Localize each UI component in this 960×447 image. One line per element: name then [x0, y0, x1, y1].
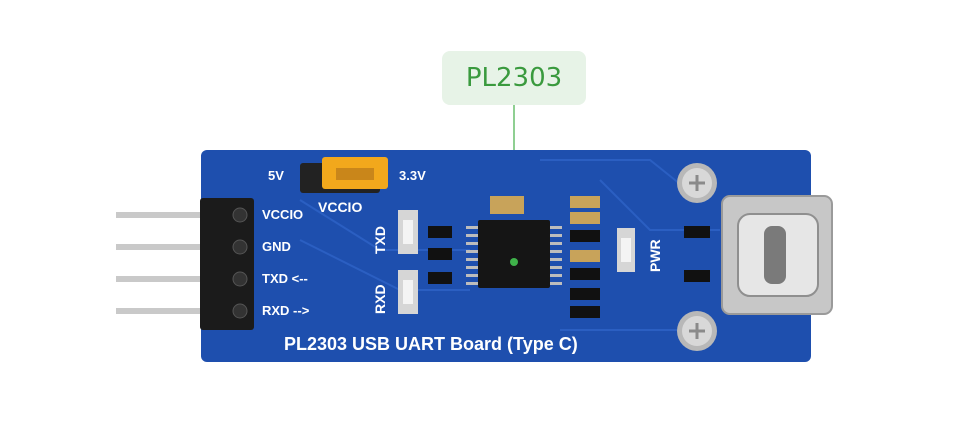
screw-bottom: [677, 311, 717, 351]
passive-components: [428, 196, 710, 318]
led-pwr: [617, 228, 635, 272]
pin-label-gnd: GND: [262, 239, 291, 254]
led-rxd: [398, 270, 418, 314]
pin-label-rxd: RXD -->: [262, 303, 310, 318]
led-label-pwr: PWR: [647, 239, 663, 272]
led-label-rxd: RXD: [372, 284, 388, 314]
callout-marker: [510, 258, 518, 266]
pin-holes: [232, 207, 248, 319]
pin-header: [200, 198, 254, 330]
jumper-label-3v3: 3.3V: [399, 168, 426, 183]
usb-type-c-port: [721, 195, 833, 315]
led-txd: [398, 210, 418, 254]
board-title: PL2303 USB UART Board (Type C): [284, 334, 578, 354]
pin-label-txd: TXD <--: [262, 271, 308, 286]
jumper-label-vccio: VCCIO: [318, 199, 363, 215]
chip-callout-label: PL2303: [442, 51, 586, 105]
header-pins: [116, 212, 208, 314]
jumper-label-5v: 5V: [268, 168, 284, 183]
led-label-txd: TXD: [372, 226, 388, 254]
pl2303-chip: [466, 220, 562, 288]
screw-top: [677, 163, 717, 203]
pin-label-vccio: VCCIO: [262, 207, 304, 222]
